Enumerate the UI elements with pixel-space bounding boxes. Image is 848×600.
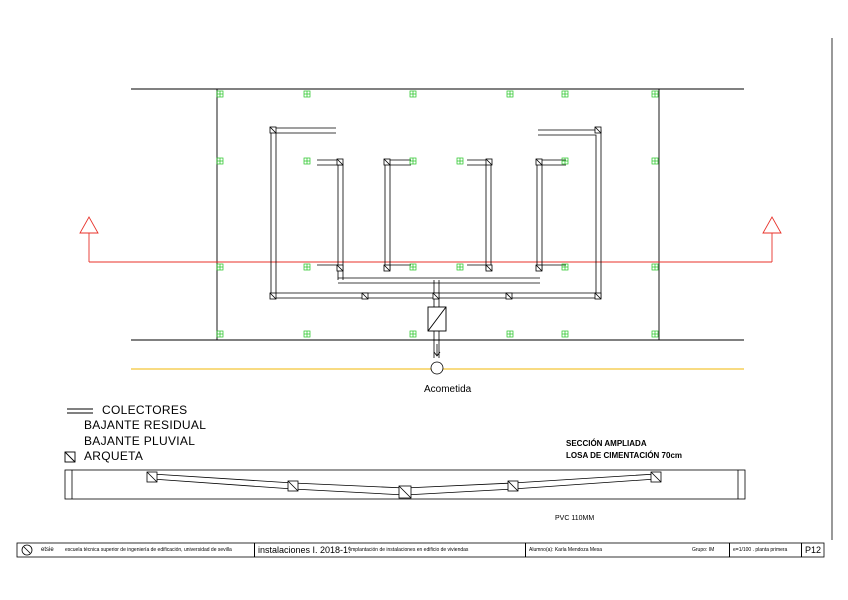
downpipe-marker — [506, 330, 514, 338]
downpipe-marker — [651, 263, 659, 271]
arquetas-section — [146, 471, 662, 499]
downpipe-marker — [303, 157, 311, 165]
legend-label-colectores: COLECTORES — [102, 403, 188, 417]
downpipe-marker — [506, 90, 514, 98]
main-arqueta — [427, 306, 447, 332]
arqueta — [336, 158, 344, 166]
title-student: Alumno(a): Karla Mendoza Mesa — [525, 543, 689, 557]
building-outline — [131, 88, 744, 341]
downpipe-marker — [651, 90, 659, 98]
title-school-abbr: etsie — [41, 547, 54, 553]
arqueta — [485, 264, 493, 272]
title-group: Grupo: IM — [692, 547, 715, 553]
downpipe-marker — [303, 263, 311, 271]
arqueta — [432, 292, 440, 300]
section-cut-line — [79, 216, 782, 263]
legend-label-bajante-residual: BAJANTE RESIDUAL — [84, 418, 207, 432]
downpipe-marker — [651, 330, 659, 338]
title-scale: e=1/100 . planta primera — [729, 543, 801, 557]
downpipe-marker — [216, 90, 224, 98]
arqueta — [383, 264, 391, 272]
pvc-label: PVC 110MM — [555, 515, 595, 522]
arqueta — [361, 292, 369, 300]
section-title: SECCIÓN AMPLIADA — [566, 439, 647, 448]
downpipe-marker — [409, 90, 417, 98]
arqueta-section — [507, 480, 519, 492]
downpipe-marker — [409, 263, 417, 271]
legend-label-bajante-pluvial: BAJANTE PLUVIAL — [84, 434, 196, 448]
downpipe-markers — [216, 90, 659, 338]
downpipe-marker — [216, 157, 224, 165]
arqueta — [269, 126, 277, 134]
title-course: instalaciones I. 2018-19 — [254, 543, 350, 557]
downpipe-marker — [561, 263, 569, 271]
arqueta — [594, 292, 602, 300]
arqueta-section — [650, 471, 662, 483]
title-school-name: escuela técnica superior de ingeniería d… — [65, 547, 232, 553]
acometida-label: Acometida — [424, 384, 472, 395]
arqueta — [535, 158, 543, 166]
arqueta — [535, 264, 543, 272]
downpipe-marker — [456, 157, 464, 165]
arqueta-section — [287, 480, 299, 492]
downpipe-marker — [409, 330, 417, 338]
arqueta — [505, 292, 513, 300]
downpipe-marker — [216, 330, 224, 338]
etsie-logo — [21, 544, 33, 556]
arqueta-section — [398, 485, 412, 499]
section-arrow-right — [762, 216, 782, 234]
legend-symbols — [64, 408, 93, 463]
acometida-pipe — [430, 344, 444, 375]
downpipe-marker — [456, 263, 464, 271]
downpipe-marker — [303, 330, 311, 338]
downpipe-marker — [561, 330, 569, 338]
arqueta — [336, 264, 344, 272]
downpipe-marker — [303, 90, 311, 98]
arqueta — [594, 126, 602, 134]
downpipe-marker — [561, 157, 569, 165]
downpipe-marker — [561, 90, 569, 98]
title-project: implantación de instalaciones en edifici… — [350, 547, 469, 553]
section-arrow-left — [79, 216, 99, 234]
arqueta — [383, 158, 391, 166]
downpipe-marker — [409, 157, 417, 165]
arqueta — [485, 158, 493, 166]
arqueta-section — [146, 471, 158, 483]
title-sheet: P12 — [801, 543, 824, 557]
downpipe-marker — [216, 263, 224, 271]
title-block-frame — [16, 542, 825, 558]
downpipe-marker — [651, 157, 659, 165]
section-subtitle: LOSA DE CIMENTACIÓN 70cm — [566, 451, 683, 460]
arquetas-plan — [269, 126, 602, 300]
legend-label-arqueta: ARQUETA — [84, 449, 144, 463]
arqueta — [269, 292, 277, 300]
